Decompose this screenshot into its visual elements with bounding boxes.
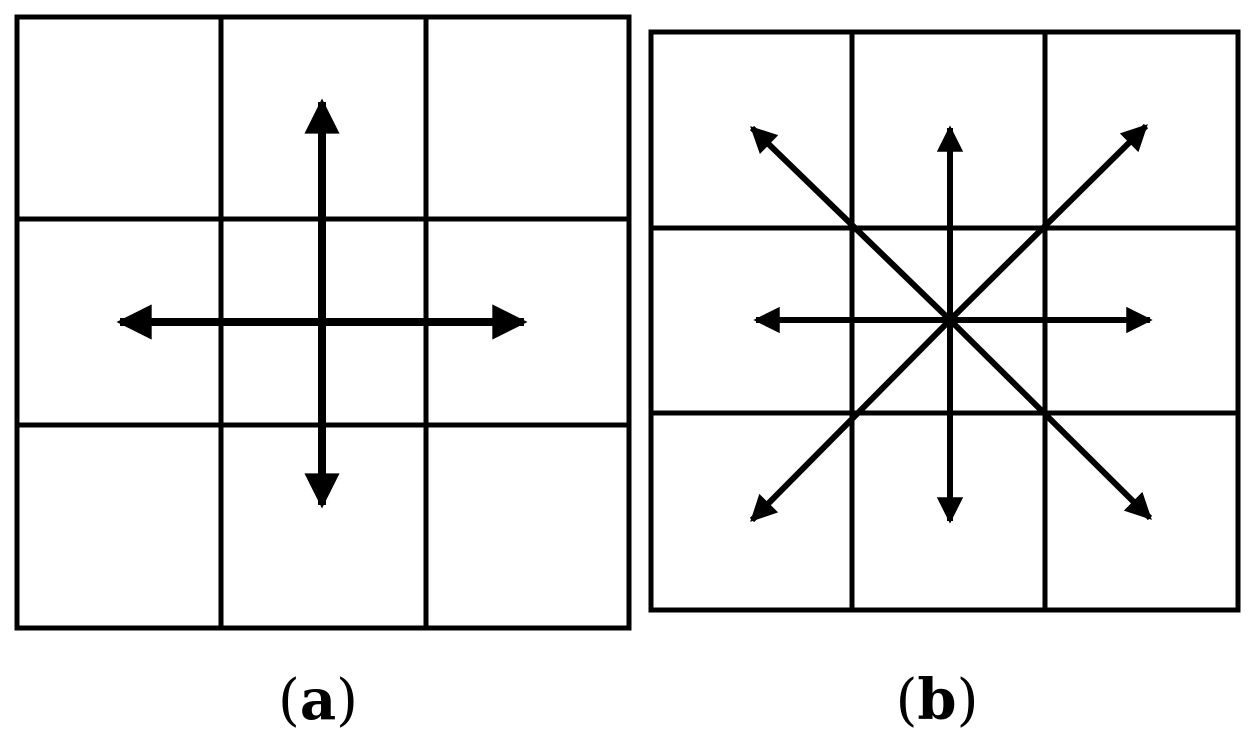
panel-b-arrow-up-right bbox=[947, 123, 1149, 323]
panel-a-arrows bbox=[116, 98, 528, 509]
panel-a-grid bbox=[14, 14, 632, 631]
panel-b-arrow-down-left bbox=[749, 317, 953, 523]
panel-b-arrow-down-right bbox=[947, 317, 1153, 521]
panel-b-arrows bbox=[749, 123, 1153, 524]
panel-a-caption-letter: a bbox=[299, 667, 337, 733]
panel-b-caption-close: ) bbox=[956, 668, 979, 733]
panel-a-caption: (a) bbox=[218, 660, 418, 740]
panel-b-arrow-up-left bbox=[749, 125, 953, 323]
panel-b-border bbox=[648, 29, 1241, 613]
panel-a-caption-open: ( bbox=[277, 668, 300, 733]
panel-a-caption-close: ) bbox=[336, 668, 358, 733]
panel-a-border bbox=[14, 14, 632, 631]
panel-b-caption: (b) bbox=[837, 660, 1037, 740]
panel-b-caption-open: ( bbox=[895, 668, 918, 733]
panel-b-caption-letter: b bbox=[917, 667, 957, 733]
